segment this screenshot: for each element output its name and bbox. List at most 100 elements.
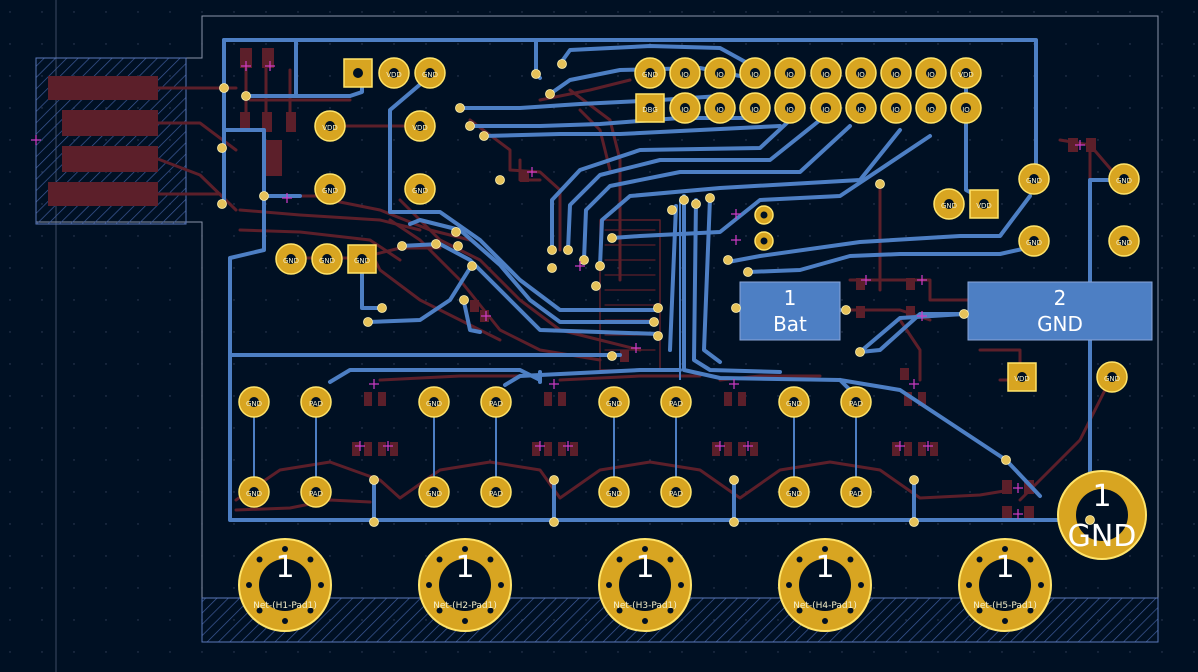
via[interactable] [855,347,865,357]
via[interactable] [455,103,465,113]
via[interactable] [259,191,269,201]
via[interactable] [591,281,601,291]
via[interactable] [653,303,663,313]
via[interactable] [495,175,505,185]
th-pad[interactable]: VDD [1007,362,1037,392]
via[interactable] [363,317,373,327]
via[interactable] [451,227,461,237]
header-pin[interactable]: GND [634,57,666,89]
header-pin[interactable]: IO [880,92,912,124]
via[interactable] [557,59,567,69]
via[interactable] [547,263,557,273]
th-pad[interactable]: PAD [300,386,332,418]
th-pad[interactable]: GND [1108,163,1140,195]
via[interactable] [545,89,555,99]
via[interactable] [431,239,441,249]
via[interactable] [909,475,919,485]
via[interactable] [595,261,605,271]
header-pin[interactable]: IO [774,57,806,89]
via[interactable] [563,245,573,255]
header-pin[interactable]: IO [739,57,771,89]
via[interactable] [479,131,489,141]
via[interactable] [217,199,227,209]
via[interactable] [579,255,589,265]
header-pin[interactable]: VDD [950,57,982,89]
th-pad[interactable]: GND [404,173,436,205]
via[interactable] [731,303,741,313]
header-pin[interactable]: IO [669,57,701,89]
via[interactable] [369,475,379,485]
via[interactable] [841,305,851,315]
header-pin[interactable]: IO [810,92,842,124]
th-pad[interactable]: GND [414,57,446,89]
th-pad[interactable]: GND [1096,361,1128,393]
th-pad[interactable]: GND [598,476,630,508]
via[interactable] [465,121,475,131]
th-pad[interactable]: VDD [378,57,410,89]
via[interactable] [653,331,663,341]
via[interactable] [377,303,387,313]
via[interactable] [547,245,557,255]
th-pad[interactable]: GND [1018,225,1050,257]
via[interactable] [453,241,463,251]
via[interactable] [531,69,541,79]
test-pad-group[interactable] [754,205,774,251]
gnd-pad[interactable] [967,281,1153,341]
header-pin[interactable]: IO [704,57,736,89]
via[interactable] [1085,515,1095,525]
via[interactable] [743,267,753,277]
th-pad[interactable]: GND [418,386,450,418]
th-pad[interactable]: VDD [314,110,346,142]
via[interactable] [691,199,701,209]
th-pad[interactable]: VDD [969,189,999,219]
via[interactable] [875,179,885,189]
th-pad[interactable]: PAD [480,386,512,418]
via[interactable] [467,261,477,271]
th-pad[interactable]: PAD [660,386,692,418]
via[interactable] [723,255,733,265]
bat-pad[interactable] [739,281,841,341]
th-pad[interactable]: GND [347,244,377,274]
via[interactable] [217,143,227,153]
th-pad[interactable]: PAD [840,386,872,418]
header-pin[interactable]: DBG [635,93,665,123]
th-pad[interactable]: GND [1108,225,1140,257]
via[interactable] [1001,455,1011,465]
via[interactable] [909,517,919,527]
via[interactable] [729,475,739,485]
th-pad[interactable]: PAD [480,476,512,508]
th-pad[interactable]: GND [311,243,343,275]
th-pad[interactable]: PAD [300,476,332,508]
header-pin[interactable]: IO [845,92,877,124]
header-pin[interactable]: IO [704,92,736,124]
th-pad[interactable]: PAD [660,476,692,508]
via[interactable] [667,205,677,215]
via[interactable] [649,317,659,327]
th-pad[interactable]: GND [275,243,307,275]
header-pin[interactable]: IO [880,57,912,89]
via[interactable] [705,193,715,203]
th-pad[interactable]: GND [238,476,270,508]
via[interactable] [679,195,689,205]
th-pad[interactable]: GND [778,386,810,418]
gnd-mount-pad[interactable] [1057,470,1147,560]
via[interactable] [369,517,379,527]
th-pad[interactable]: GND [778,476,810,508]
th-pad[interactable]: GND [418,476,450,508]
via[interactable] [397,241,407,251]
via[interactable] [549,517,559,527]
header-pin[interactable]: IO [950,92,982,124]
via[interactable] [549,475,559,485]
th-pad[interactable] [343,58,373,88]
th-pad[interactable]: VDD [404,110,436,142]
header-pin[interactable]: IO [739,92,771,124]
header-pin[interactable]: IO [669,92,701,124]
header-pin[interactable]: IO [774,92,806,124]
th-pad[interactable]: GND [598,386,630,418]
